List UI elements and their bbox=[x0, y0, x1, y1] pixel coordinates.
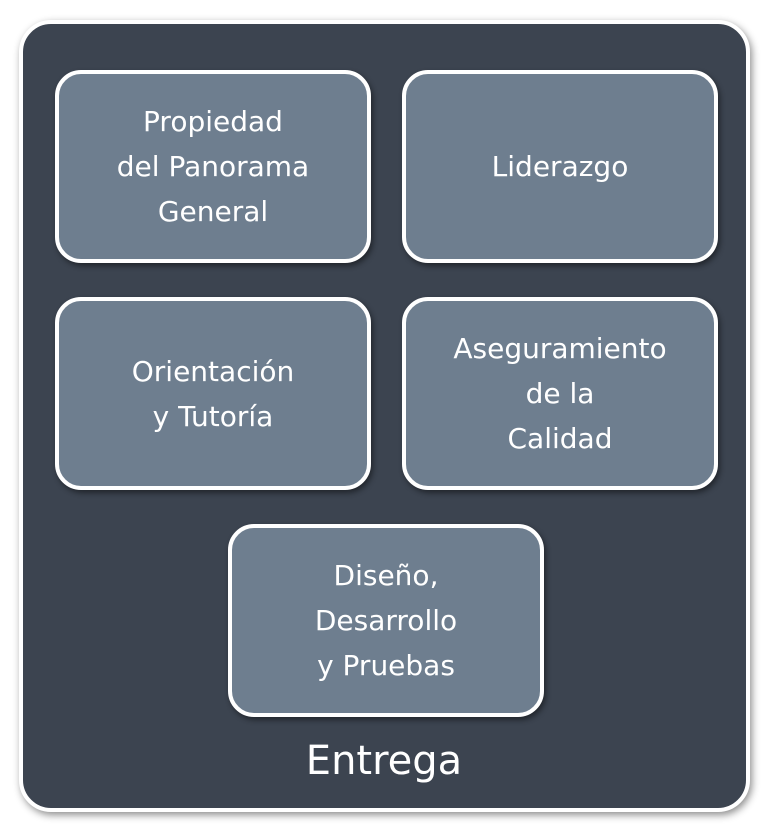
box-quality-assurance: Aseguramiento de la Calidad bbox=[402, 297, 718, 490]
box-label: Liderazgo bbox=[491, 150, 629, 183]
box-label: Propiedad del Panorama General bbox=[116, 105, 310, 228]
box-label: Aseguramiento de la Calidad bbox=[453, 332, 667, 455]
box-label: Orientación y Tutoría bbox=[131, 354, 295, 433]
box-design-development-testing: Diseño, Desarrollo y Pruebas bbox=[228, 524, 544, 717]
box-guidance-mentoring: Orientación y Tutoría bbox=[55, 297, 371, 490]
box-label: Diseño, Desarrollo y Pruebas bbox=[314, 559, 458, 682]
box-big-picture-ownership: Propiedad del Panorama General bbox=[55, 70, 371, 263]
container-label: Entrega bbox=[305, 738, 463, 784]
box-leadership: Liderazgo bbox=[402, 70, 718, 263]
